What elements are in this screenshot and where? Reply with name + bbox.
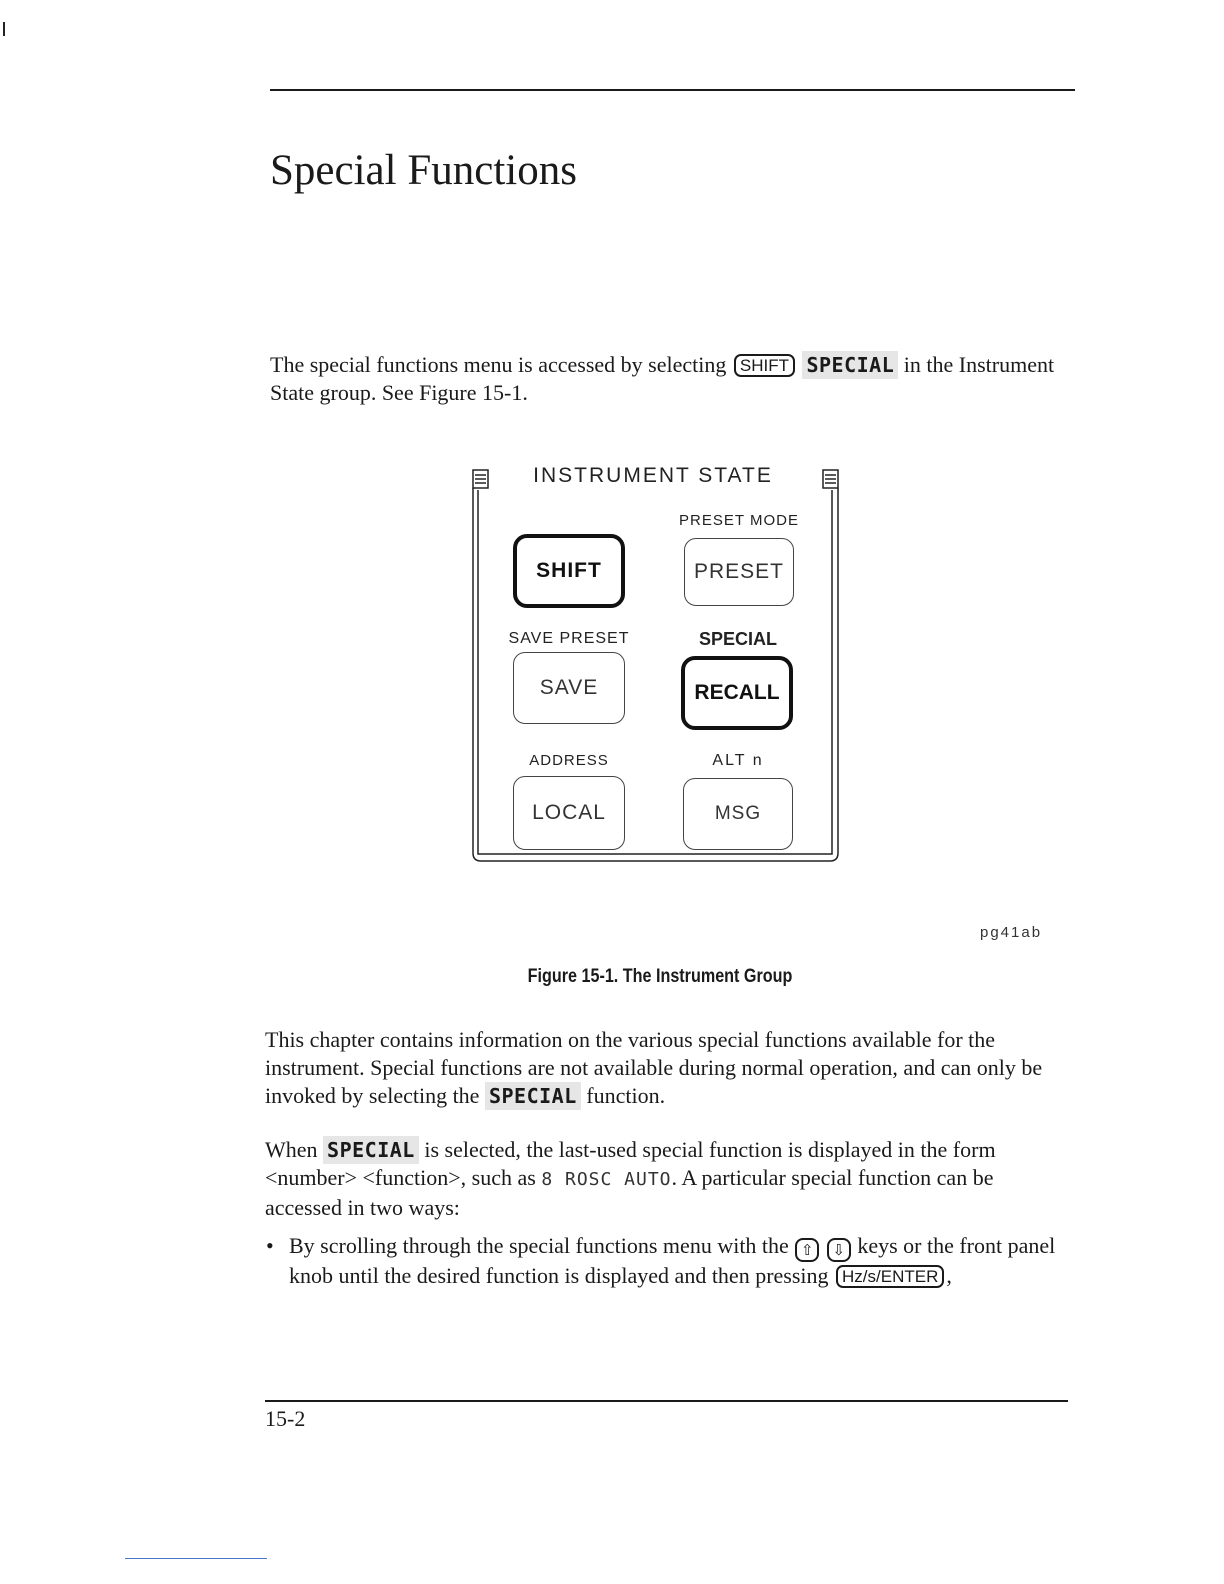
bullet-item: By scrolling through the special functio… bbox=[289, 1232, 1079, 1290]
bottom-rule bbox=[265, 1400, 1068, 1402]
page-title: Special Functions bbox=[270, 147, 577, 194]
when-text-3: . A particular special function can be a… bbox=[265, 1165, 994, 1220]
local-button[interactable]: LOCAL bbox=[513, 776, 625, 850]
special-label: SPECIAL bbox=[698, 629, 777, 649]
margin-mark bbox=[3, 22, 5, 36]
msg-button[interactable]: MSG bbox=[683, 778, 793, 850]
bullet-text-2: keys or the front panel knob until the d… bbox=[289, 1233, 1056, 1288]
chapter-text-before: This chapter contains information on the… bbox=[265, 1027, 1043, 1108]
intro-text-after: in the Instrument State group. See Figur… bbox=[270, 352, 1055, 405]
shift-button[interactable]: SHIFT bbox=[513, 534, 625, 608]
special-softkey-inline: SPECIAL bbox=[484, 1082, 581, 1110]
intro-paragraph: The special functions menu is accessed b… bbox=[270, 351, 1070, 407]
shift-key-inline: SHIFT bbox=[733, 354, 795, 377]
bullet-dot-icon: • bbox=[266, 1233, 274, 1258]
when-paragraph: When SPECIAL is selected, the last-used … bbox=[265, 1136, 1065, 1222]
top-rule bbox=[270, 89, 1075, 91]
panel-title: INSTRUMENT STATE bbox=[533, 464, 773, 487]
bullet-text-1: By scrolling through the special functio… bbox=[289, 1233, 795, 1258]
save-button[interactable]: SAVE bbox=[513, 652, 625, 724]
preset-mode-label: PRESET MODE bbox=[679, 512, 799, 529]
alt-n-label: ALT n bbox=[712, 752, 764, 769]
display-example: 8 ROSC AUTO bbox=[541, 1169, 672, 1190]
when-text-2: is selected, the last-used special funct… bbox=[265, 1137, 996, 1190]
footer-line bbox=[125, 1558, 267, 1559]
enter-key-inline: Hz/s/ENTER bbox=[836, 1265, 945, 1288]
recall-button[interactable]: RECALL bbox=[681, 656, 793, 730]
up-arrow-key-icon: ⇧ bbox=[795, 1238, 820, 1262]
address-label: ADDRESS bbox=[529, 752, 609, 769]
when-text-1: When bbox=[265, 1137, 324, 1162]
intro-text-before: The special functions menu is accessed b… bbox=[270, 352, 732, 377]
special-softkey-inline: SPECIAL bbox=[323, 1136, 419, 1164]
bullet-text-3: , bbox=[946, 1263, 952, 1288]
figure-id: pg41ab bbox=[980, 924, 1043, 941]
down-arrow-key-icon: ⇩ bbox=[826, 1238, 851, 1262]
special-softkey-inline: SPECIAL bbox=[802, 351, 899, 379]
save-preset-label: SAVE PRESET bbox=[508, 630, 630, 647]
figure-caption: Figure 15-1. The Instrument Group bbox=[527, 966, 793, 987]
chapter-text-after: function. bbox=[580, 1083, 666, 1108]
page-number: 15-2 bbox=[265, 1406, 306, 1431]
chapter-paragraph: This chapter contains information on the… bbox=[265, 1026, 1065, 1110]
panel-frame bbox=[472, 469, 839, 862]
preset-button[interactable]: PRESET bbox=[684, 538, 794, 606]
instrument-state-figure: INSTRUMENT STATE PRESET MODE SHIFT PRESE… bbox=[468, 458, 844, 868]
